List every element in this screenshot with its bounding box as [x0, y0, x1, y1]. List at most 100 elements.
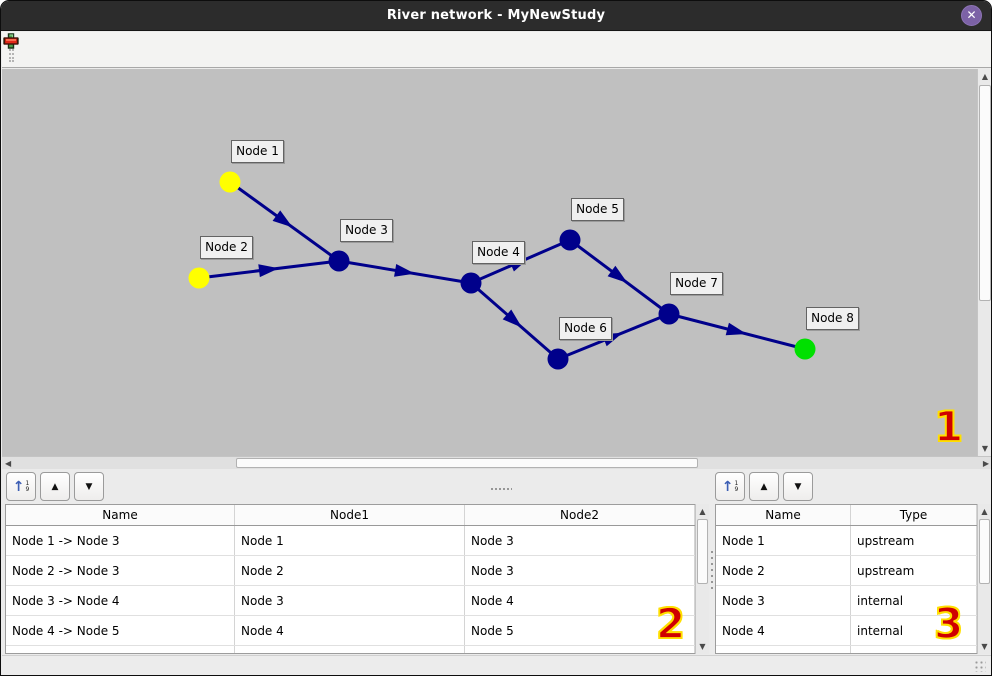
links-vscroll-thumb[interactable]: [697, 519, 708, 584]
nodes-move-down-button[interactable]: ▼: [783, 472, 813, 501]
network-node-node-1[interactable]: [219, 171, 241, 193]
network-node-node-8[interactable]: [794, 338, 816, 360]
table-cell[interactable]: Node 1: [235, 526, 465, 555]
table-cell[interactable]: Node 2: [716, 556, 851, 585]
nodes-move-up-button[interactable]: ▲: [749, 472, 779, 501]
add-node-button[interactable]: [3, 33, 49, 63]
network-node-node-5[interactable]: [559, 229, 581, 251]
close-button[interactable]: ✕: [961, 5, 982, 26]
node-label: Node 7: [670, 272, 723, 295]
annotation-3: 3: [933, 599, 964, 648]
resize-grip[interactable]: [974, 660, 986, 672]
scroll-left-icon[interactable]: ◀: [5, 459, 12, 468]
table-cell[interactable]: internal: [851, 616, 977, 645]
column-header-type[interactable]: Type: [851, 505, 977, 525]
table-cell[interactable]: internal: [851, 586, 977, 615]
flow-direction-arrow-icon: [258, 264, 279, 278]
table-cell[interactable]: Node 2: [235, 556, 465, 585]
flow-direction-arrow-icon: [725, 322, 747, 336]
scroll-down-icon[interactable]: ▼: [981, 642, 988, 651]
links-table-vscrollbar[interactable]: ▲ ▼: [695, 504, 709, 654]
table-cell[interactable]: Node 3: [465, 556, 695, 585]
network-node-node-4[interactable]: [460, 272, 482, 294]
node-label: Node 6: [559, 317, 612, 340]
node-label: Node 3: [340, 219, 393, 242]
node-label: Node 4: [472, 241, 525, 264]
network-node-node-6[interactable]: [547, 348, 569, 370]
network-node-node-3[interactable]: [328, 250, 350, 272]
table-cell[interactable]: Node 4: [465, 586, 695, 615]
flow-direction-arrow-icon: [272, 210, 293, 228]
links-move-down-button[interactable]: ▼: [74, 472, 104, 501]
annotation-1: 1: [933, 402, 964, 451]
table-cell[interactable]: Node 3: [716, 586, 851, 615]
table-row-empty: [6, 646, 695, 653]
title-bar[interactable]: River network - MyNewStudy ✕: [1, 1, 991, 31]
scroll-down-icon[interactable]: ▼: [699, 642, 706, 651]
canvas-vscrollbar[interactable]: ▲ ▼: [977, 69, 991, 456]
table-cell[interactable]: Node 1: [716, 526, 851, 555]
table-cell[interactable]: Node 3 -> Node 4: [6, 586, 235, 615]
scroll-up-icon[interactable]: ▲: [981, 72, 989, 81]
table-cell[interactable]: Node 3: [235, 586, 465, 615]
flow-direction-arrow-icon: [502, 309, 523, 328]
table-cell[interactable]: Node 1 -> Node 3: [6, 526, 235, 555]
column-header-name[interactable]: Name: [6, 505, 235, 525]
scroll-up-icon[interactable]: ▲: [981, 507, 988, 516]
table-row-empty: [716, 646, 977, 653]
column-header-node1[interactable]: Node1: [235, 505, 465, 525]
column-header-name[interactable]: Name: [716, 505, 851, 525]
table-cell[interactable]: upstream: [851, 526, 977, 555]
canvas-hscrollbar[interactable]: ◀ ▶: [2, 456, 991, 469]
close-icon: ✕: [966, 8, 977, 22]
scroll-right-icon[interactable]: ▶: [982, 459, 989, 468]
table-cell[interactable]: Node 4 -> Node 5: [6, 616, 235, 645]
vertical-splitter-handle[interactable]: [710, 549, 714, 593]
annotation-2: 2: [655, 599, 686, 648]
window-title: River network - MyNewStudy: [386, 8, 606, 23]
table-cell[interactable]: Node 2 -> Node 3: [6, 556, 235, 585]
table-cell[interactable]: Node 3: [465, 526, 695, 555]
network-node-node-7[interactable]: [658, 303, 680, 325]
table-cell[interactable]: upstream: [851, 556, 977, 585]
remove-node-button[interactable]: [3, 37, 84, 63]
horizontal-splitter-handle[interactable]: [490, 487, 512, 491]
table-cell[interactable]: Node 4: [235, 616, 465, 645]
nodes-vscroll-thumb[interactable]: [979, 519, 990, 584]
table-cell[interactable]: Node 4: [716, 616, 851, 645]
links-move-up-button[interactable]: ▲: [40, 472, 70, 501]
canvas-hscroll-thumb[interactable]: [236, 458, 698, 468]
toolbar-drag-handle[interactable]: [9, 37, 14, 62]
column-header-node2[interactable]: Node2: [465, 505, 695, 525]
node-label: Node 8: [806, 307, 859, 330]
canvas-vscroll-thumb[interactable]: [979, 85, 991, 301]
table-cell[interactable]: Node 5: [465, 616, 695, 645]
node-label: Node 5: [571, 198, 624, 221]
network-node-node-2[interactable]: [188, 267, 210, 289]
up-triangle-icon: ▲: [51, 481, 59, 492]
down-triangle-icon: ▼: [794, 481, 802, 492]
flow-direction-arrow-icon: [607, 265, 628, 283]
scroll-down-icon[interactable]: ▼: [981, 444, 989, 453]
scroll-up-icon[interactable]: ▲: [699, 507, 706, 516]
nodes-table-vscrollbar[interactable]: ▲ ▼: [977, 504, 991, 654]
